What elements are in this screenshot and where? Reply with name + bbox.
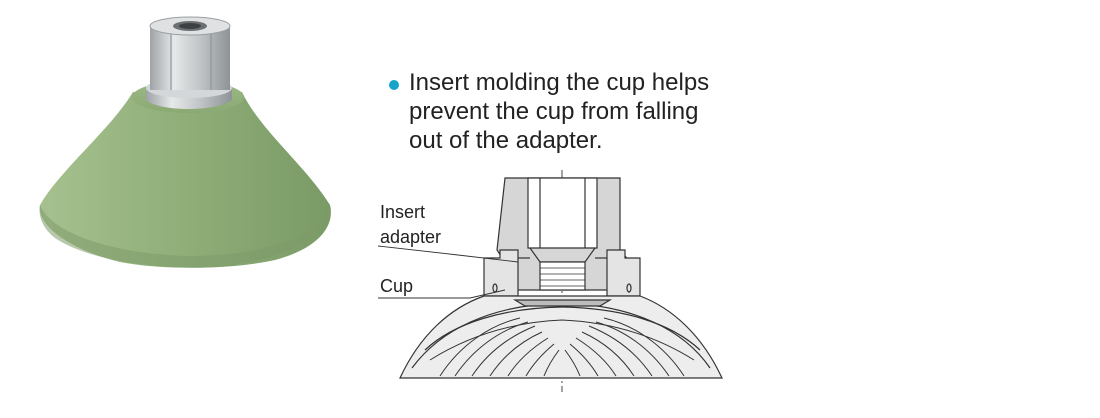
bullet-line: prevent the cup from falling	[409, 98, 699, 125]
cup-ribs	[429, 317, 695, 377]
bullet-line: out of the adapter.	[409, 127, 603, 154]
label-insert: Insert	[380, 202, 425, 222]
insert-adapter-shape	[496, 177, 631, 291]
label-cup: Cup	[380, 276, 413, 296]
cup-bell-shape	[399, 295, 723, 379]
label-adapter: adapter	[380, 227, 441, 247]
metal-fitting	[146, 16, 232, 109]
bullet-line: Insert molding the cup helps	[409, 69, 710, 96]
bullet-text: Insert molding the cup helps prevent the…	[409, 68, 749, 155]
leader-lines	[377, 245, 519, 299]
bullet-dot-icon	[389, 80, 399, 90]
